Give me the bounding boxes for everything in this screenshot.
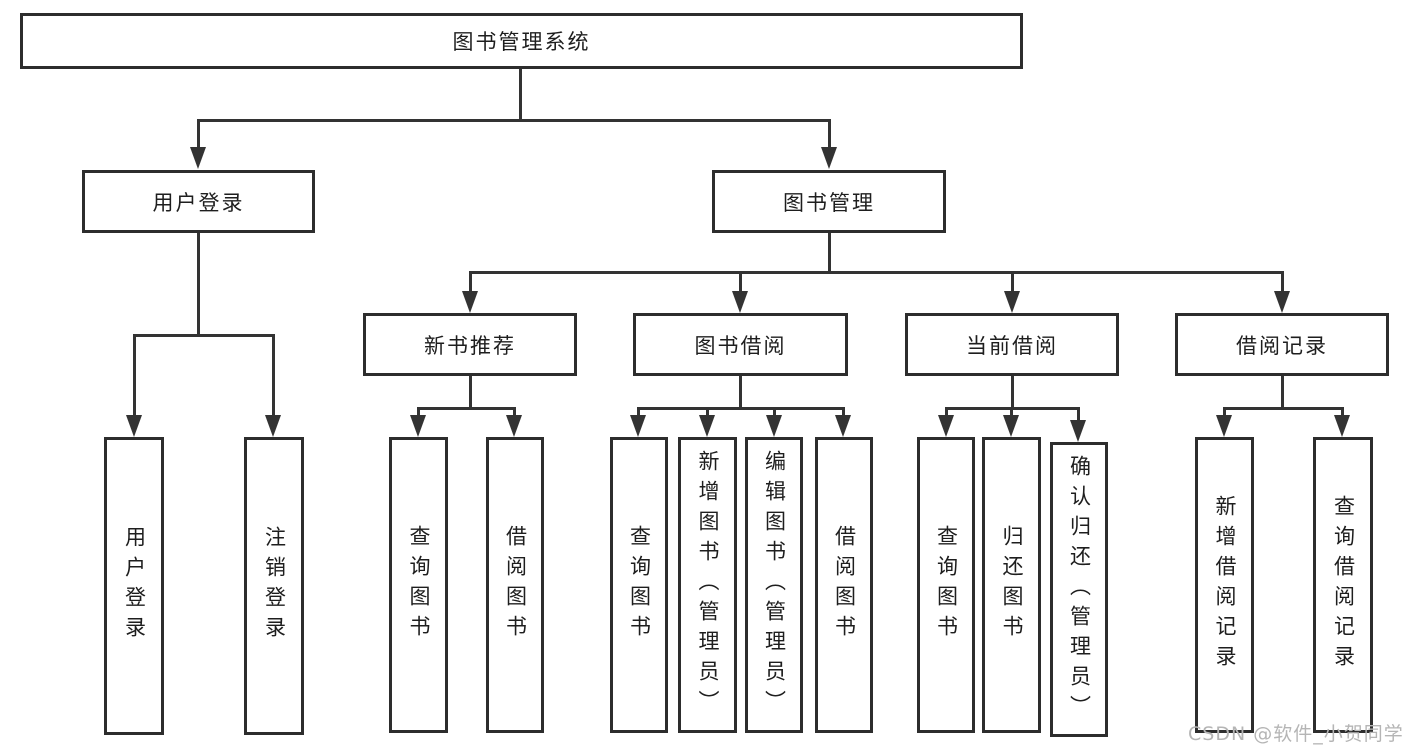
connector-arrowhead: [732, 291, 748, 313]
leaf-query-books: 查询图书: [917, 437, 975, 733]
leaf-logout: 注销登录: [244, 437, 304, 735]
connector-arrowhead: [410, 415, 426, 437]
connector-line: [469, 271, 472, 291]
connector-line: [739, 271, 742, 291]
connector-line: [417, 407, 420, 417]
connector-arrowhead: [1216, 415, 1232, 437]
leaf-add-book-admin: 新增图书（管理员）: [678, 437, 737, 733]
leaf-query-books: 查询图书: [610, 437, 668, 733]
connector-line: [773, 407, 776, 417]
connector-line: [1077, 407, 1080, 421]
connector-line: [1011, 271, 1014, 291]
connector-line: [272, 334, 275, 415]
node-user-login: 用户登录: [82, 170, 315, 233]
connector-arrowhead: [938, 415, 954, 437]
leaf-query-borrow-record: 查询借阅记录: [1313, 437, 1373, 733]
connector-line: [739, 376, 742, 407]
connector-arrowhead: [506, 415, 522, 437]
connector-arrowhead: [265, 415, 281, 437]
leaf-add-borrow-record: 新增借阅记录: [1195, 437, 1254, 733]
connector-arrowhead: [1004, 291, 1020, 313]
connector-arrowhead: [190, 147, 206, 169]
connector-arrowhead: [462, 291, 478, 313]
connector-line: [197, 119, 831, 122]
connector-line: [842, 407, 845, 417]
node-book-management: 图书管理: [712, 170, 946, 233]
connector-line: [519, 69, 522, 119]
connector-arrowhead: [630, 415, 646, 437]
connector-line: [133, 334, 275, 337]
connector-line: [469, 271, 1283, 274]
leaf-confirm-return-admin: 确认归还（管理员）: [1050, 442, 1108, 737]
connector-line: [1011, 376, 1014, 407]
connector-line: [418, 407, 516, 410]
leaf-user-login: 用户登录: [104, 437, 164, 735]
connector-arrowhead: [699, 415, 715, 437]
node-current-borrowing: 当前借阅: [905, 313, 1119, 376]
connector-line: [828, 119, 831, 150]
connector-line: [197, 119, 200, 150]
leaf-borrow-books: 借阅图书: [486, 437, 544, 733]
watermark-text: CSDN @软件_小贺同学: [1188, 723, 1404, 745]
connector-line: [133, 334, 136, 415]
leaf-edit-book-admin: 编辑图书（管理员）: [745, 437, 803, 733]
node-book-borrowing: 图书借阅: [633, 313, 848, 376]
leaf-return-book: 归还图书: [982, 437, 1041, 733]
node-borrowing-records: 借阅记录: [1175, 313, 1389, 376]
connector-line: [1224, 407, 1343, 410]
connector-arrowhead: [766, 415, 782, 437]
connector-arrowhead: [835, 415, 851, 437]
leaf-query-books: 查询图书: [389, 437, 448, 733]
connector-line: [828, 233, 831, 271]
node-library-system: 图书管理系统: [20, 13, 1023, 69]
connector-line: [638, 407, 844, 410]
connector-line: [1341, 407, 1344, 417]
connector-line: [945, 407, 948, 417]
connector-line: [706, 407, 709, 417]
leaf-borrow-books: 借阅图书: [815, 437, 873, 733]
connector-line: [1010, 407, 1013, 417]
connector-arrowhead: [1070, 420, 1086, 442]
connector-line: [1281, 376, 1284, 407]
connector-arrowhead: [1274, 291, 1290, 313]
connector-arrowhead: [1003, 415, 1019, 437]
connector-line: [513, 407, 516, 417]
connector-line: [1281, 271, 1284, 291]
connector-line: [637, 407, 640, 417]
node-new-book-recommend: 新书推荐: [363, 313, 577, 376]
connector-arrowhead: [126, 415, 142, 437]
connector-line: [1223, 407, 1226, 417]
connector-arrowhead: [821, 147, 837, 169]
connector-line: [469, 376, 472, 407]
connector-line: [197, 233, 200, 334]
connector-arrowhead: [1334, 415, 1350, 437]
